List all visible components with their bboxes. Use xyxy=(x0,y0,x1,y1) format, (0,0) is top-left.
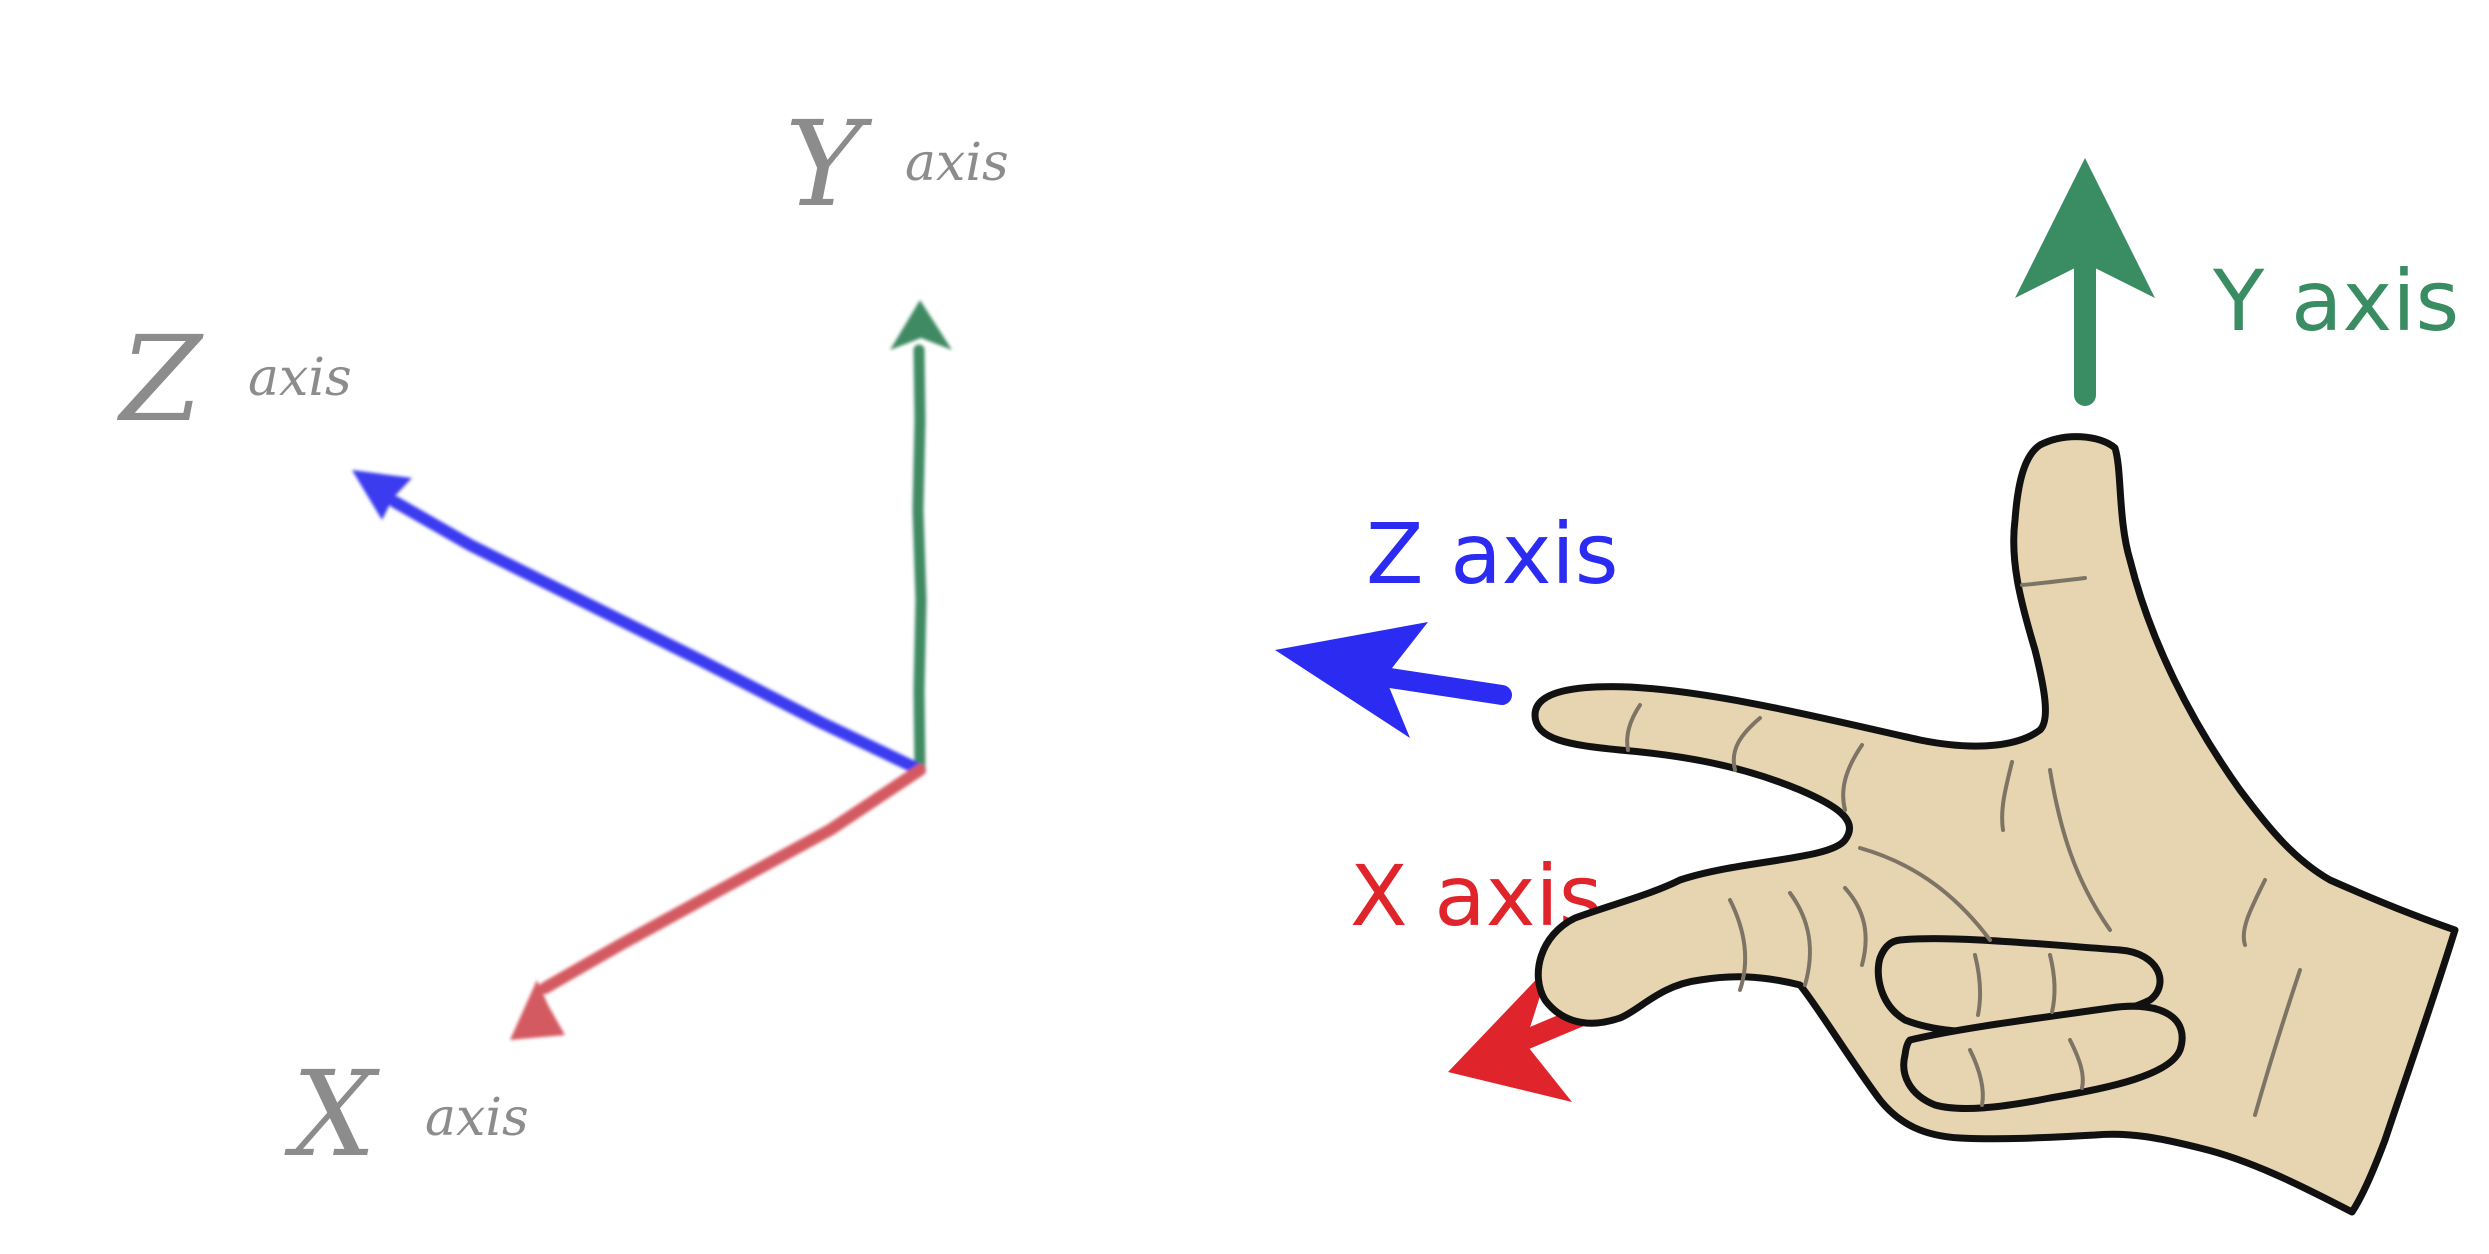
hand-y-arrow xyxy=(2015,158,2155,406)
sketch-x-label: X axis xyxy=(284,1045,529,1183)
sketch-y-label: Y axis xyxy=(785,95,1009,233)
hand-z-label: Z axis xyxy=(1366,505,1619,603)
hand-y-label: Y axis xyxy=(2212,252,2459,350)
right-hand-illustration xyxy=(1531,433,2459,1216)
hand-z-arrow xyxy=(1275,622,1512,738)
hand-ring-finger xyxy=(1900,1002,2186,1113)
sketch-x-word: axis xyxy=(425,1088,529,1148)
sketch-z-letter: Z xyxy=(116,310,204,448)
sketch-z-arrow xyxy=(352,470,926,776)
sketch-z-word: axis xyxy=(248,348,352,408)
sketch-y-word: axis xyxy=(905,133,1009,193)
sketch-y-letter: Y xyxy=(785,95,873,233)
sketch-z-label: Z axis xyxy=(116,310,352,448)
sketch-x-letter: X xyxy=(284,1045,380,1183)
sketch-x-arrow xyxy=(510,764,926,1040)
sketch-y-arrow xyxy=(890,300,952,776)
hand-creases xyxy=(1625,576,2302,1117)
hand-palm xyxy=(1531,433,2459,1216)
sketch-axes xyxy=(352,300,952,1040)
